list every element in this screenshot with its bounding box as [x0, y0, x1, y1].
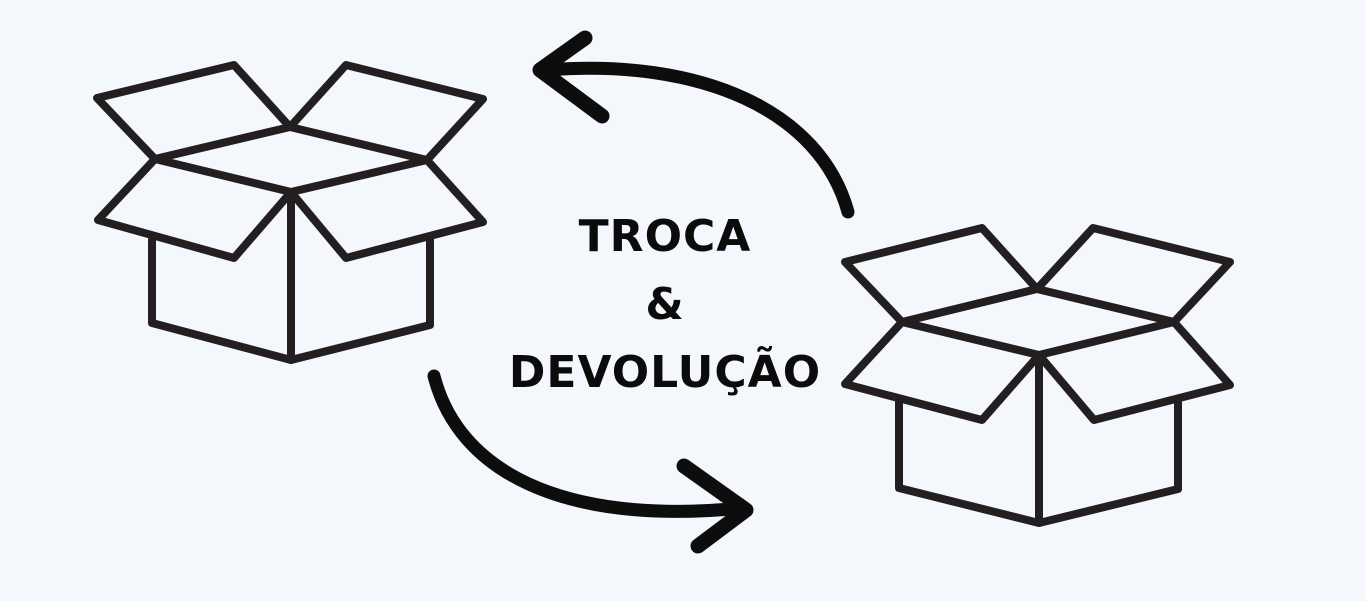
- top-arrow-icon: [532, 30, 855, 219]
- right-box-icon: [841, 224, 1234, 527]
- caption-line-devolucao: DEVOLUÇÃO: [508, 347, 822, 398]
- caption: TROCA & DEVOLUÇÃO: [490, 203, 840, 407]
- bottom-arrow-icon: [427, 369, 754, 554]
- left-box-icon: [93, 61, 487, 364]
- caption-line-ampersand: &: [645, 279, 685, 330]
- caption-line-troca: TROCA: [578, 211, 752, 262]
